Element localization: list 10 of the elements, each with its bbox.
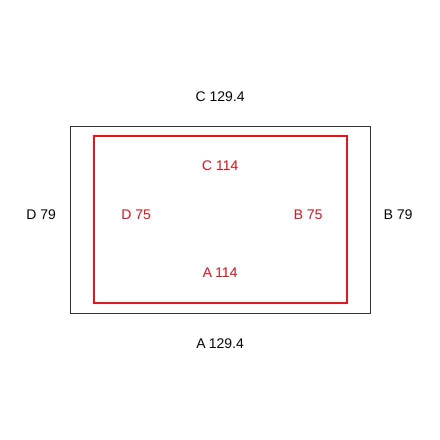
dimension-label: A 114 <box>202 265 238 279</box>
dimension-label: B 75 <box>294 207 322 221</box>
dimension-label: C 114 <box>202 158 238 172</box>
dimension-label: B 79 <box>384 207 412 221</box>
dimension-label: D 79 <box>26 207 56 221</box>
outer-rectangle <box>70 126 371 314</box>
dimension-label: C 129.4 <box>195 89 245 103</box>
dimension-label: D 75 <box>121 207 151 221</box>
inner-rectangle <box>93 135 348 304</box>
dimension-label: A 129.4 <box>196 336 244 350</box>
